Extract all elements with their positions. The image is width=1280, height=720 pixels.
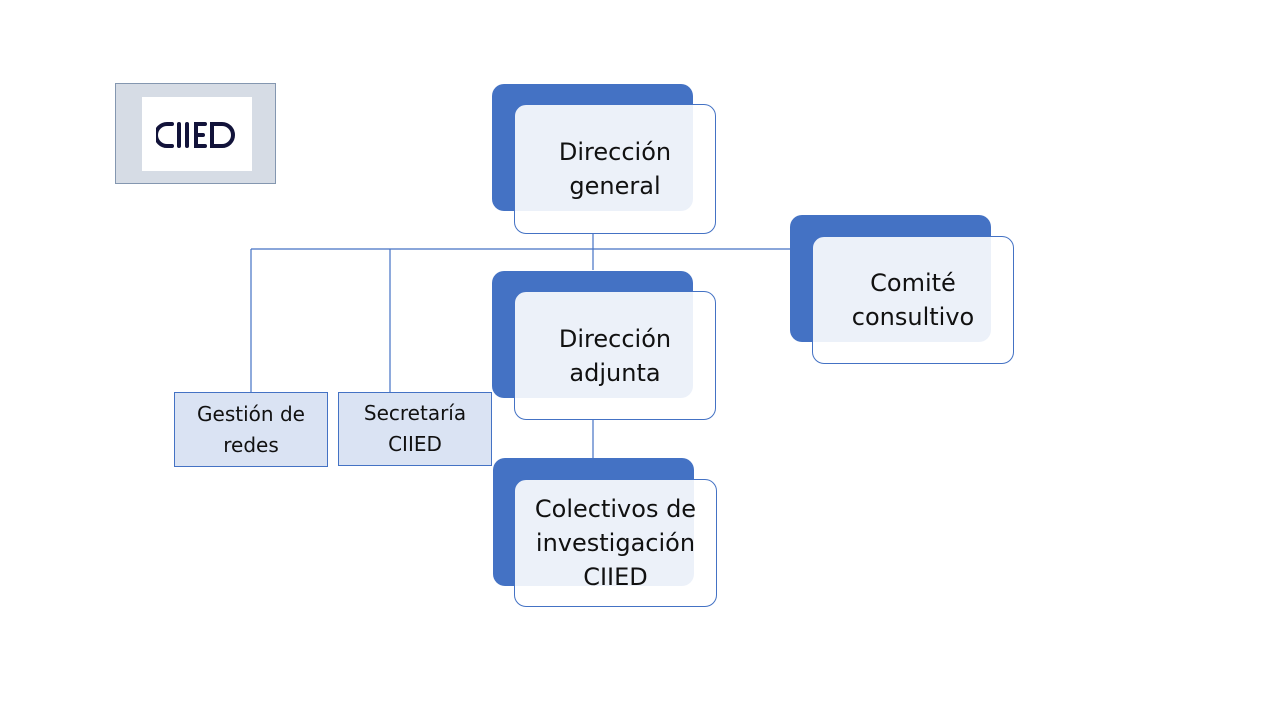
box-secretaria: Secretaría CIIED [338,392,492,466]
logo-background [142,97,252,171]
box-label-secretaria: Secretaría CIIED [363,401,467,456]
node-front: Colectivos de investigación CIIED [514,479,717,607]
node-front: Dirección adjunta [514,291,716,420]
box-label-gestion-redes: Gestión de redes [197,401,305,457]
box-gestion-redes: Gestión de redes [174,392,328,467]
node-label-direccion-adjunta: Dirección adjunta [558,324,672,387]
ciied-logo [156,122,235,148]
node-label-colectivos: Colectivos de investigación CIIED [534,495,697,591]
node-label-direccion-general: Dirección general [558,138,672,200]
node-front: Dirección general [514,104,716,234]
node-front: Comité consultivo [812,236,1014,364]
node-label-comite-consultivo: Comité consultivo [851,269,975,331]
logo-frame [115,83,276,184]
